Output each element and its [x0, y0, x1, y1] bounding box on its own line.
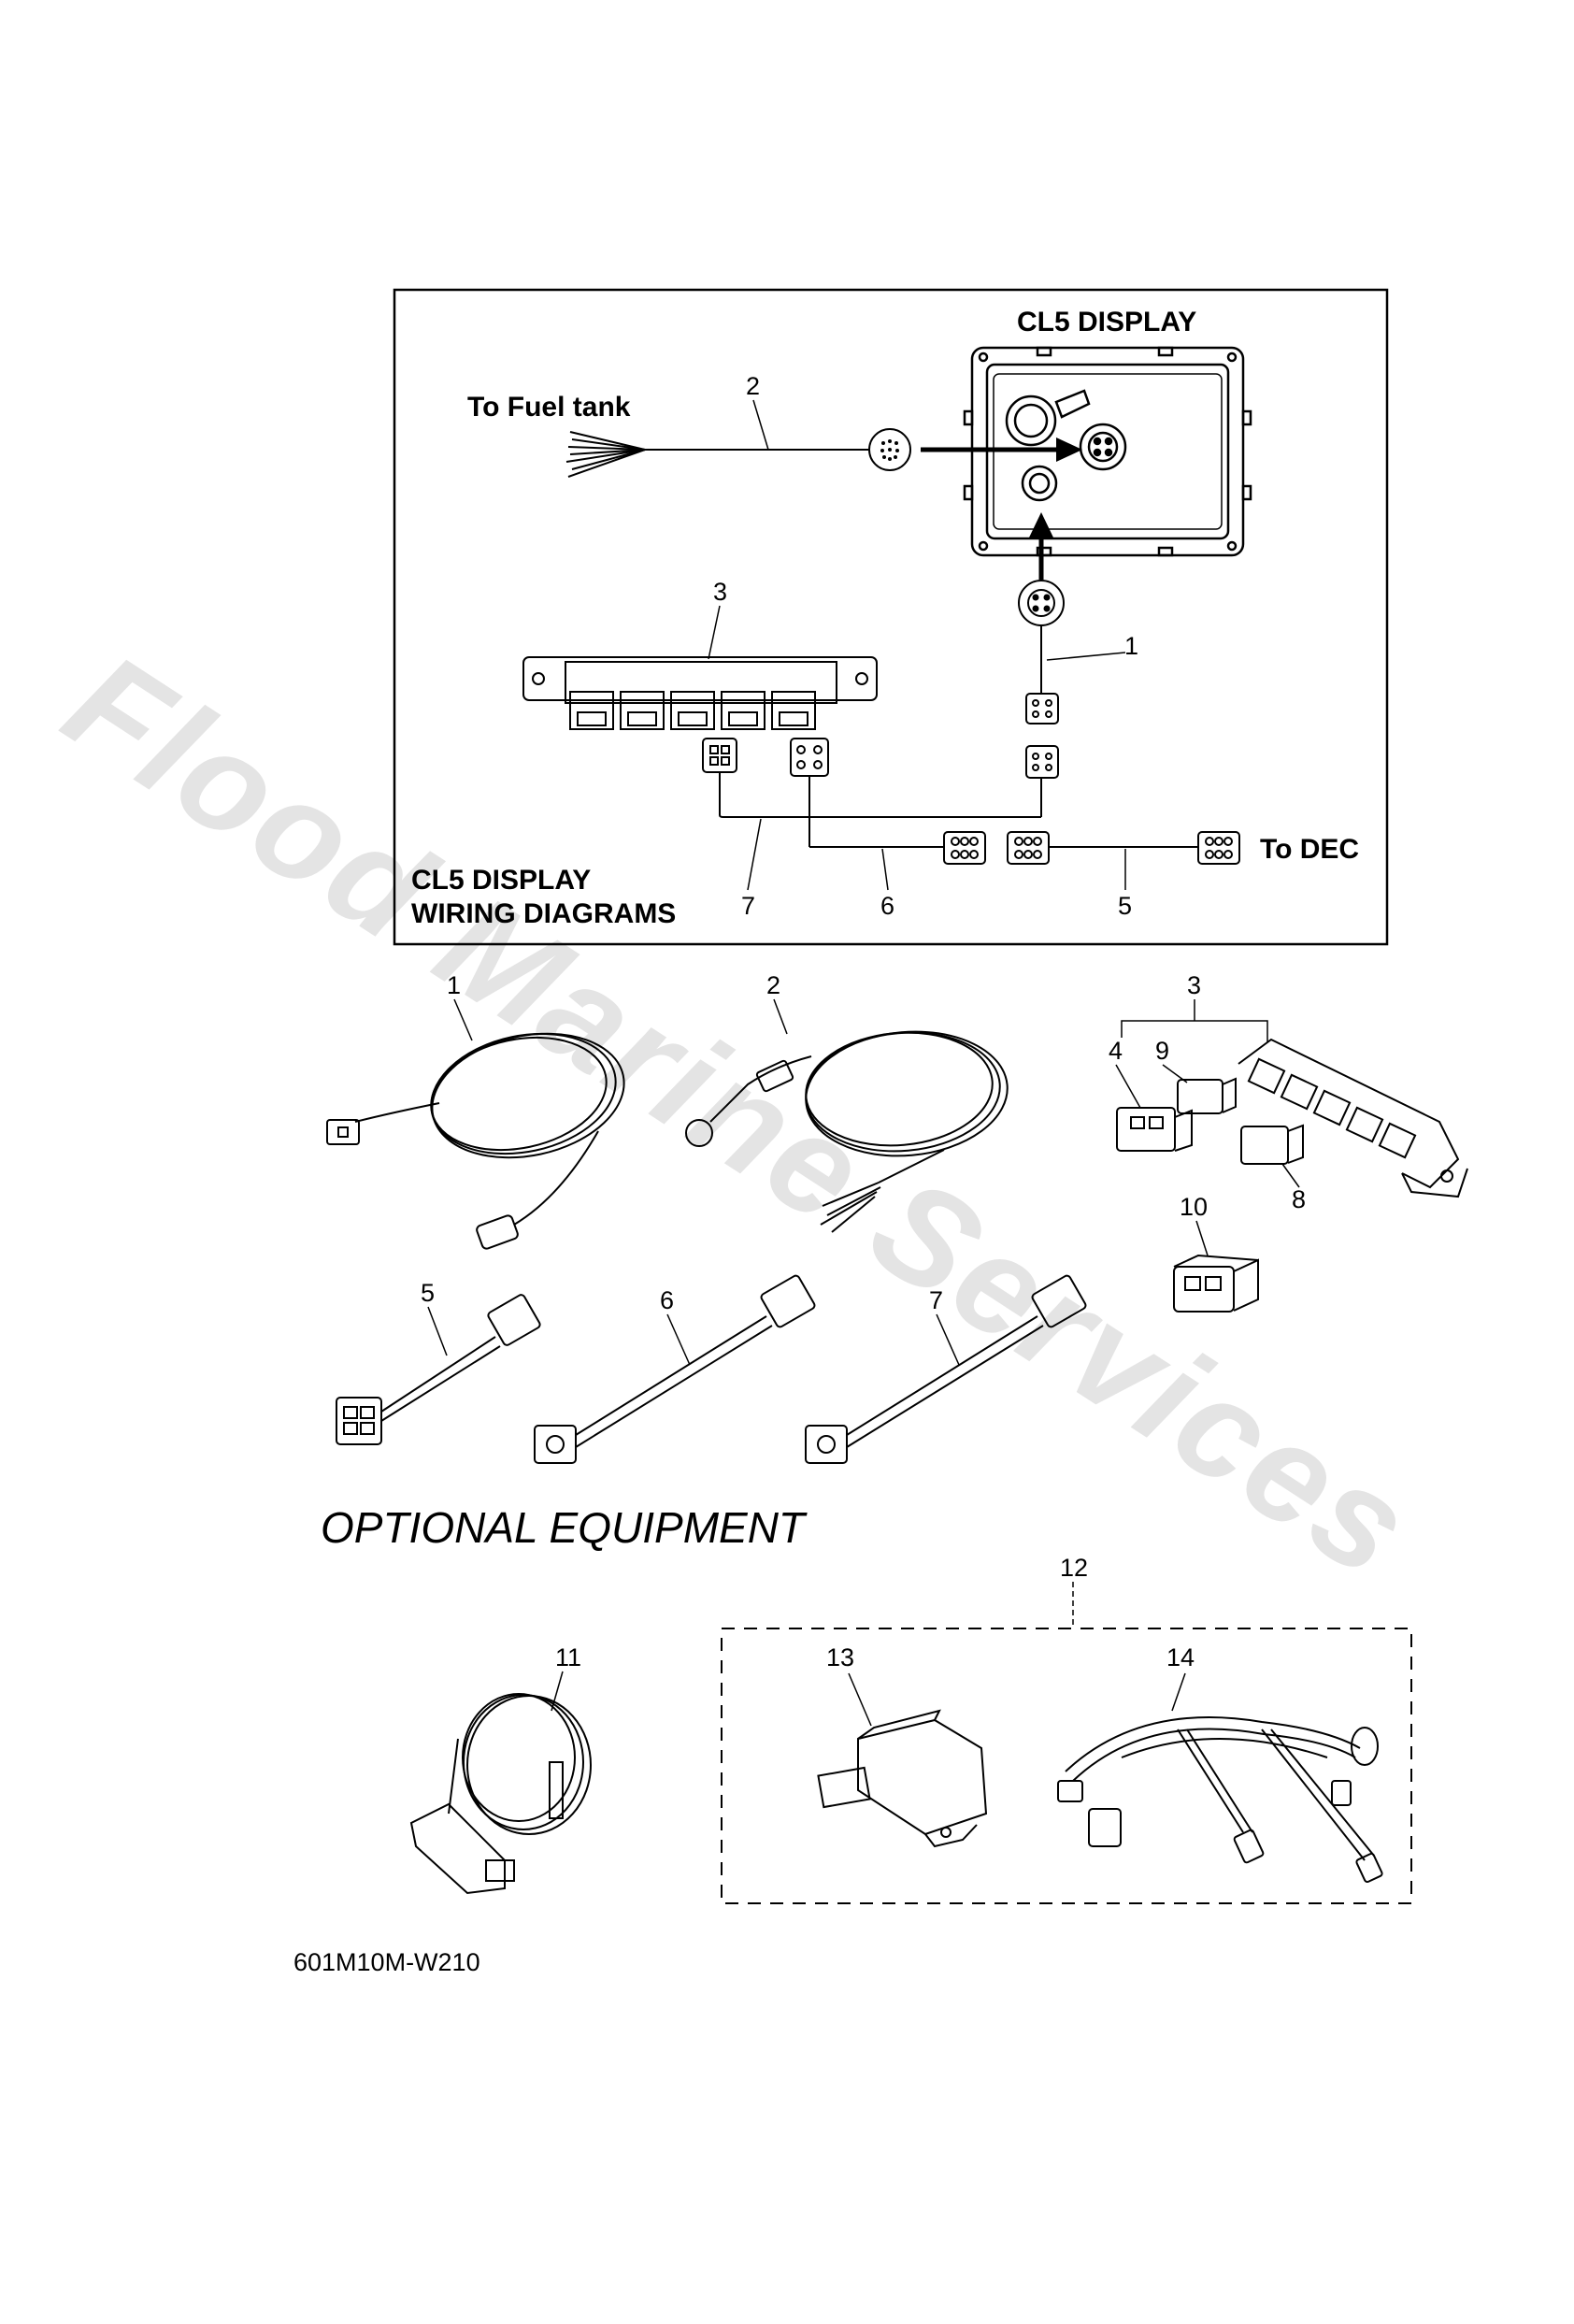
part-1-label: 1	[447, 971, 461, 999]
cl5-display-unit	[963, 346, 1252, 557]
cable-5-to-dec	[943, 831, 1240, 865]
to-fuel-tank-label: To Fuel tank	[467, 392, 631, 423]
part-1-cable	[326, 1032, 625, 1250]
part-14-label: 14	[1166, 1643, 1195, 1671]
arrow-to-display-right	[921, 438, 1082, 462]
part-5-label: 5	[421, 1279, 435, 1307]
part-12-label: 12	[1060, 1554, 1088, 1582]
part-4-label: 4	[1109, 1037, 1123, 1065]
part-8-label: 8	[1292, 1185, 1306, 1213]
part-3-label: 3	[1187, 971, 1201, 999]
cable-2-fuel-tank	[565, 428, 911, 478]
part-3-hub	[1238, 1038, 1468, 1198]
callout-3: 3	[713, 578, 727, 606]
cable-1	[1018, 580, 1065, 817]
part-2-label: 2	[766, 971, 780, 999]
part-13-label: 13	[826, 1643, 854, 1671]
hub-plug-left	[702, 738, 1026, 818]
wiring-diagram-box: CL5 DISPLAY	[393, 288, 1389, 946]
part-6-adapter	[534, 1274, 816, 1464]
callout-2: 2	[746, 372, 760, 400]
wiring-caption-line2: WIRING DIAGRAMS	[411, 898, 676, 929]
callout-5: 5	[1118, 892, 1132, 920]
part-12-kit-box	[721, 1628, 1412, 1904]
part-9-label: 9	[1155, 1037, 1169, 1065]
part-7-adapter	[805, 1274, 1087, 1464]
part-11-label: 11	[555, 1643, 581, 1671]
part-11-sensor	[409, 1693, 592, 1895]
wiring-caption-line1: CL5 DISPLAY	[411, 865, 591, 896]
optional-equipment-heading: OPTIONAL EQUIPMENT	[321, 1503, 808, 1552]
callout-7: 7	[741, 892, 755, 920]
part-8-connector	[1240, 1124, 1304, 1165]
to-dec-label: To DEC	[1260, 834, 1359, 865]
hub-3	[522, 656, 878, 730]
hub-plug-right	[790, 738, 944, 848]
figure-code: 601M10M-W210	[293, 1948, 480, 1976]
part-14-harness	[1057, 1716, 1383, 1884]
part-10-connector	[1173, 1254, 1259, 1313]
watermark: Flood Marine Services	[40, 623, 1439, 1608]
callout-6: 6	[880, 892, 894, 920]
part-5-adapter	[336, 1294, 541, 1445]
arrow-to-display-up	[1029, 512, 1053, 580]
part-2-cable	[685, 1030, 1009, 1233]
callout-1: 1	[1124, 632, 1138, 660]
part-13-module	[817, 1709, 988, 1848]
part-10-label: 10	[1180, 1193, 1208, 1221]
part-7-label: 7	[929, 1286, 943, 1314]
part-9-connector	[1177, 1077, 1237, 1114]
part-6-label: 6	[660, 1286, 674, 1314]
cl5-display-title: CL5 DISPLAY	[1017, 307, 1196, 337]
